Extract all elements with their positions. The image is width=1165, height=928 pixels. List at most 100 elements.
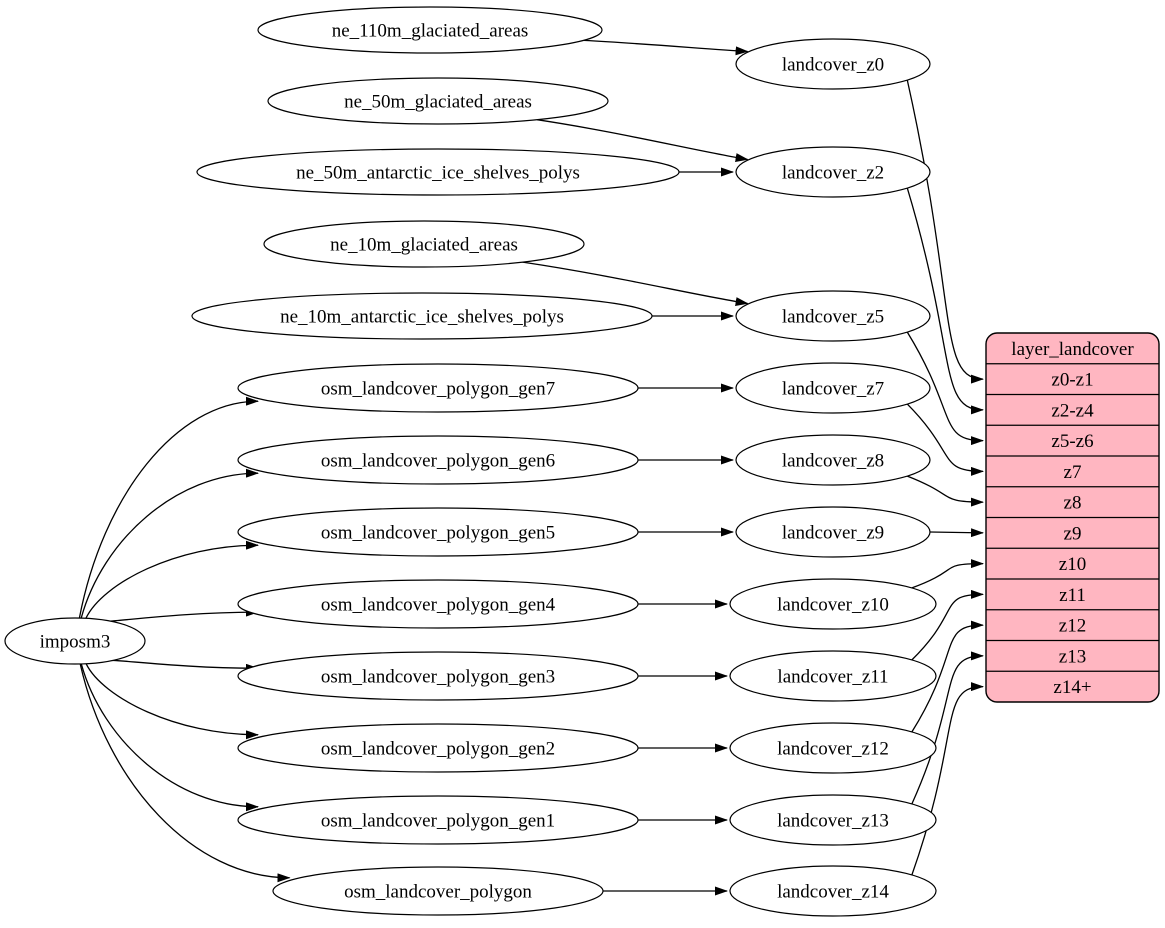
node-label: landcover_z0 bbox=[782, 54, 884, 75]
node-ne_10m_antarctic_ice_shelves_polys: ne_10m_antarctic_ice_shelves_polys bbox=[191, 292, 653, 340]
node-ellipse bbox=[4, 617, 146, 665]
node-ellipse bbox=[729, 865, 937, 917]
node-ellipse bbox=[735, 38, 931, 90]
node-ellipse bbox=[729, 650, 937, 702]
node-label: landcover_z5 bbox=[782, 306, 884, 327]
table-row-label-z8: z8 bbox=[1064, 493, 1082, 514]
table-node-layer_landcover: layer_landcoverz0-z1z2-z4z5-z6z7z8z9z10z… bbox=[985, 332, 1160, 703]
node-label: landcover_z10 bbox=[777, 594, 889, 615]
edge-imposm3-to-osm_landcover_polygon_gen7 bbox=[78, 396, 259, 619]
node-label: osm_landcover_polygon_gen7 bbox=[321, 378, 555, 399]
node-label: landcover_z14 bbox=[777, 881, 889, 902]
table-row-label-z14+: z14+ bbox=[1053, 677, 1091, 698]
edge-ne_10m_glaciated_areas-to-landcover_z5 bbox=[522, 261, 749, 307]
node-ellipse bbox=[735, 290, 931, 342]
node-ellipse bbox=[237, 723, 639, 773]
edge-landcover_z7-to-layer_landcover-z7 bbox=[906, 403, 984, 476]
node-ellipse bbox=[237, 435, 639, 485]
node-osm_landcover_polygon_gen2: osm_landcover_polygon_gen2 bbox=[237, 723, 639, 773]
edge-landcover_z2-to-layer_landcover-z2-z4 bbox=[906, 187, 984, 415]
table-row-label-z5-z6: z5-z6 bbox=[1051, 431, 1093, 452]
node-ellipse bbox=[735, 506, 931, 558]
node-ellipse bbox=[237, 651, 639, 701]
node-label: landcover_z11 bbox=[777, 666, 888, 687]
edge-imposm3-to-osm_landcover_polygon_gen3 bbox=[108, 659, 259, 673]
node-ellipse bbox=[729, 794, 937, 846]
node-label: osm_landcover_polygon_gen2 bbox=[321, 738, 555, 759]
node-ellipse bbox=[191, 292, 653, 340]
edge-landcover_z10-to-layer_landcover-z10 bbox=[911, 559, 984, 589]
edges-layer bbox=[78, 39, 984, 896]
node-ne_50m_glaciated_areas: ne_50m_glaciated_areas bbox=[267, 77, 609, 125]
node-landcover_z11: landcover_z11 bbox=[729, 650, 937, 702]
node-osm_landcover_polygon_gen5: osm_landcover_polygon_gen5 bbox=[237, 507, 639, 557]
node-osm_landcover_polygon: osm_landcover_polygon bbox=[272, 866, 604, 916]
edge-landcover_z9-to-layer_landcover-z9 bbox=[929, 528, 984, 538]
node-landcover_z5: landcover_z5 bbox=[735, 290, 931, 342]
node-ellipse bbox=[729, 722, 937, 774]
edge-landcover_z13-to-layer_landcover-z13 bbox=[911, 651, 984, 805]
node-label: ne_110m_glaciated_areas bbox=[332, 20, 529, 41]
node-label: ne_10m_glaciated_areas bbox=[330, 234, 518, 255]
node-ellipse bbox=[263, 220, 585, 268]
table-row-label-z7: z7 bbox=[1064, 462, 1082, 483]
node-label: osm_landcover_polygon_gen5 bbox=[321, 522, 555, 543]
node-label: landcover_z9 bbox=[782, 522, 884, 543]
node-ellipse bbox=[196, 148, 680, 196]
node-ellipse bbox=[735, 434, 931, 486]
node-label: ne_50m_glaciated_areas bbox=[344, 91, 532, 112]
table-row-label-z9: z9 bbox=[1064, 523, 1082, 544]
node-landcover_z13: landcover_z13 bbox=[729, 794, 937, 846]
node-ellipse bbox=[237, 507, 639, 557]
node-ellipse bbox=[237, 579, 639, 629]
node-ellipse bbox=[267, 77, 609, 125]
edge-landcover_z0-to-layer_landcover-z0-z1 bbox=[906, 79, 984, 384]
edge-imposm3-to-osm_landcover_polygon_gen6 bbox=[80, 468, 259, 619]
node-landcover_z2: landcover_z2 bbox=[735, 146, 931, 198]
node-osm_landcover_polygon_gen4: osm_landcover_polygon_gen4 bbox=[237, 579, 639, 629]
edge-landcover_z12-to-layer_landcover-z12 bbox=[911, 620, 984, 733]
node-ne_50m_antarctic_ice_shelves_polys: ne_50m_antarctic_ice_shelves_polys bbox=[196, 148, 680, 196]
table-row-label-z0-z1: z0-z1 bbox=[1051, 370, 1093, 391]
node-ellipse bbox=[237, 363, 639, 413]
edge-ne_110m_glaciated_areas-to-landcover_z0 bbox=[583, 39, 749, 56]
node-label: osm_landcover_polygon bbox=[344, 881, 532, 902]
node-imposm3: imposm3 bbox=[4, 617, 146, 665]
edge-imposm3-to-osm_landcover_polygon_gen4 bbox=[106, 607, 259, 622]
node-landcover_z9: landcover_z9 bbox=[735, 506, 931, 558]
node-ellipse bbox=[729, 578, 937, 630]
node-label: landcover_z8 bbox=[782, 450, 884, 471]
node-landcover_z7: landcover_z7 bbox=[735, 362, 931, 414]
node-ne_110m_glaciated_areas: ne_110m_glaciated_areas bbox=[257, 6, 603, 54]
node-ne_10m_glaciated_areas: ne_10m_glaciated_areas bbox=[263, 220, 585, 268]
node-label: osm_landcover_polygon_gen3 bbox=[321, 666, 555, 687]
node-landcover_z0: landcover_z0 bbox=[735, 38, 931, 90]
edge-imposm3-to-osm_landcover_polygon_gen5 bbox=[85, 540, 259, 619]
edge-landcover_z11-to-layer_landcover-z11 bbox=[911, 589, 984, 661]
node-label: landcover_z13 bbox=[777, 810, 889, 831]
node-label: landcover_z12 bbox=[777, 738, 889, 759]
table-row-label-z12: z12 bbox=[1059, 616, 1086, 637]
edge-landcover_z8-to-layer_landcover-z8 bbox=[907, 475, 984, 507]
edge-imposm3-to-osm_landcover_polygon bbox=[79, 663, 291, 883]
node-osm_landcover_polygon_gen6: osm_landcover_polygon_gen6 bbox=[237, 435, 639, 485]
table-row-label-z13: z13 bbox=[1059, 646, 1086, 667]
node-label: osm_landcover_polygon_gen4 bbox=[321, 594, 556, 615]
node-label: imposm3 bbox=[40, 631, 111, 652]
edge-imposm3-to-osm_landcover_polygon_gen1 bbox=[80, 663, 259, 812]
table-title: layer_landcover bbox=[1011, 339, 1134, 360]
node-landcover_z14: landcover_z14 bbox=[729, 865, 937, 917]
node-label: osm_landcover_polygon_gen1 bbox=[321, 810, 555, 831]
node-label: landcover_z2 bbox=[782, 162, 884, 183]
node-label: landcover_z7 bbox=[782, 378, 884, 399]
node-osm_landcover_polygon_gen7: osm_landcover_polygon_gen7 bbox=[237, 363, 639, 413]
node-ellipse bbox=[735, 362, 931, 414]
node-ellipse bbox=[257, 6, 603, 54]
node-label: ne_10m_antarctic_ice_shelves_polys bbox=[280, 306, 564, 327]
edge-imposm3-to-osm_landcover_polygon_gen2 bbox=[85, 663, 259, 740]
node-landcover_z12: landcover_z12 bbox=[729, 722, 937, 774]
node-osm_landcover_polygon_gen1: osm_landcover_polygon_gen1 bbox=[237, 795, 639, 845]
node-osm_landcover_polygon_gen3: osm_landcover_polygon_gen3 bbox=[237, 651, 639, 701]
